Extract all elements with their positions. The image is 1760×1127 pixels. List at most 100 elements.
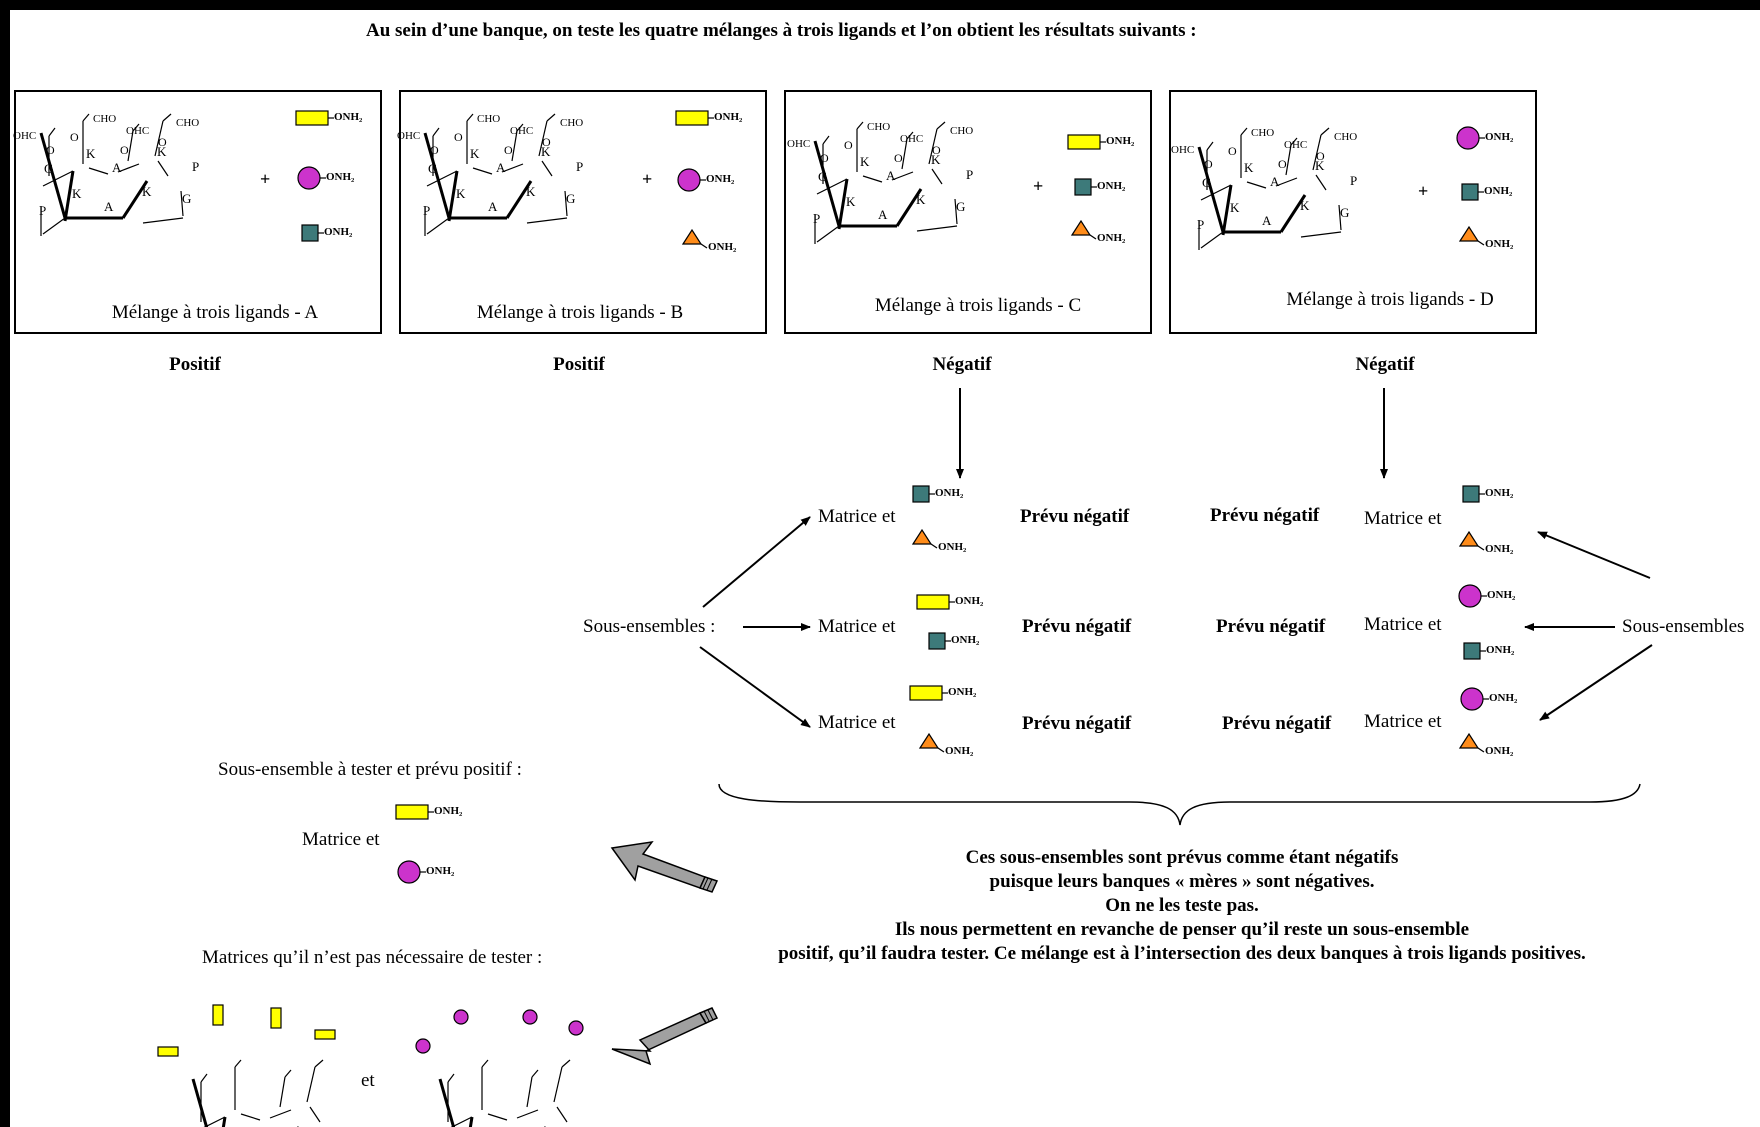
subsets-label-left: Sous-ensembles : xyxy=(583,616,716,637)
yellow-rectangle-icon xyxy=(157,1046,179,1057)
onh2-label: ONH₂ xyxy=(955,595,984,607)
mix-b-residue-k: K xyxy=(456,186,466,201)
onh2-label: ONH₂ xyxy=(1097,232,1126,244)
magenta-circle-icon xyxy=(1456,126,1485,150)
mix-d-cho-1: CHO xyxy=(1251,127,1275,139)
explanation-line-2: puisque leurs banques « mères » sont nég… xyxy=(989,871,1375,892)
mix-b-residue-a: A xyxy=(488,199,498,214)
mix-d-residue-k: K xyxy=(1315,158,1325,173)
scaffold-c xyxy=(813,121,958,244)
scaffold-b xyxy=(423,113,568,236)
onh2-label: ONH₂ xyxy=(434,805,463,817)
explanation-line-4: Ils nous permettent en revanche de pense… xyxy=(894,919,1470,940)
magenta-circle-icon xyxy=(453,1009,469,1025)
mix-b-residue-k: K xyxy=(470,146,480,161)
mix-a-residue-g: G xyxy=(182,191,192,206)
yellow-rectangle-icon xyxy=(916,594,955,610)
arrow-left-up xyxy=(702,516,811,608)
mix-c-o-2: O xyxy=(844,138,853,152)
onh2-label: ONH₂ xyxy=(708,241,737,253)
mix-c-cho-1: CHO xyxy=(867,121,891,133)
mix-a-residue-p: P xyxy=(39,203,47,218)
onh2-label: ONH₂ xyxy=(938,541,967,553)
mix-result-a: Positif xyxy=(169,354,221,375)
mix-a-residue-a: A xyxy=(104,199,114,214)
mix-d-residue-p: P xyxy=(1197,217,1205,232)
onh2-label: ONH₂ xyxy=(948,686,977,698)
onh2-label: ONH₂ xyxy=(1485,543,1514,555)
magenta-circle-icon xyxy=(1458,584,1487,608)
mix-a-residue-p: P xyxy=(192,159,200,174)
onh2-label: ONH₂ xyxy=(1485,745,1514,757)
magenta-circle-icon xyxy=(522,1009,538,1025)
magenta-circle-icon xyxy=(297,166,326,190)
teal-square-icon xyxy=(1074,178,1097,196)
mix-d-residue-k: K xyxy=(1244,160,1254,175)
predicted-negative-left-3: Prévu négatif xyxy=(1022,713,1132,734)
mix-c-residue-k: K xyxy=(860,154,870,169)
mix-a-ohc-1: OHC xyxy=(13,130,37,142)
mix-a-residue-k: K xyxy=(86,146,96,161)
plus-sign-c: + xyxy=(1033,176,1044,196)
teal-square-icon xyxy=(912,485,935,503)
mix-a-residue-k: K xyxy=(142,184,152,199)
magenta-circle-icon xyxy=(397,860,426,884)
explanation-line-1: Ces sous-ensembles sont prévus comme éta… xyxy=(965,847,1399,868)
mix-b-residue-p: P xyxy=(423,203,431,218)
untested-scaffold-yellow xyxy=(191,1059,324,1127)
mix-d-o-4: O xyxy=(1316,149,1325,163)
mix-c-ohc-2: OHC xyxy=(900,133,924,145)
mix-c-ohc-1: OHC xyxy=(787,138,811,150)
mix-d-residue-a: A xyxy=(1270,174,1280,189)
mix-d-ohc-1: OHC xyxy=(1171,144,1195,156)
yellow-rectangle-icon xyxy=(675,110,714,126)
mix-b-o-2: O xyxy=(454,130,463,144)
mix-a-residue-k: K xyxy=(72,186,82,201)
onh2-label: ONH₂ xyxy=(426,865,455,877)
orange-triangle-icon xyxy=(1458,732,1485,753)
magenta-circle-icon xyxy=(415,1038,431,1054)
mix-caption-b: Mélange à trois ligands - B xyxy=(476,302,684,323)
mix-c-o-1: O xyxy=(820,151,829,165)
onh2-label: ONH₂ xyxy=(324,226,353,238)
mix-c-residue-k: K xyxy=(931,152,941,167)
mix-result-c: Négatif xyxy=(932,354,992,375)
scaffold-d xyxy=(1197,127,1342,250)
mix-a-ohc-2: OHC xyxy=(126,125,150,137)
mix-c-o-3: O xyxy=(894,151,903,165)
mix-d-o-1: O xyxy=(1204,157,1213,171)
arrow-right-up xyxy=(1537,531,1651,579)
mix-a-residue-g: G xyxy=(44,161,54,176)
yellow-rectangle-icon xyxy=(909,685,948,701)
matrice-right-1: Matrice et xyxy=(1364,508,1442,529)
onh2-label: ONH₂ xyxy=(1487,589,1516,601)
magenta-circle-icon xyxy=(568,1020,584,1036)
mix-c-cho-2: CHO xyxy=(950,125,974,137)
predicted-negative-right-1: Prévu négatif xyxy=(1210,505,1320,526)
mix-b-o-4: O xyxy=(542,135,551,149)
onh2-label: ONH₂ xyxy=(1489,692,1518,704)
mix-box-b xyxy=(399,90,767,334)
onh2-label: ONH₂ xyxy=(1486,644,1515,656)
mix-a-o-3: O xyxy=(120,143,129,157)
mix-d-residue-g: G xyxy=(1340,205,1350,220)
mix-b-cho-1: CHO xyxy=(477,113,501,125)
mix-a-o-1: O xyxy=(46,143,55,157)
mix-c-residue-k: K xyxy=(846,194,856,209)
predicted-negative-left-2: Prévu négatif xyxy=(1022,616,1132,637)
mix-c-residue-p: P xyxy=(966,167,974,182)
onh2-label: ONH₂ xyxy=(706,173,735,185)
mix-b-o-1: O xyxy=(430,143,439,157)
onh2-label: ONH₂ xyxy=(1106,135,1135,147)
onh2-label: ONH₂ xyxy=(951,634,980,646)
onh2-label: ONH₂ xyxy=(935,487,964,499)
mix-b-residue-a: A xyxy=(496,160,506,175)
mix-c-residue-g: G xyxy=(956,199,966,214)
arrow-right-down xyxy=(1539,644,1653,721)
explanation-line-3: On ne les teste pas. xyxy=(1105,895,1259,916)
mix-result-b: Positif xyxy=(553,354,605,375)
orange-triangle-icon xyxy=(1070,219,1097,240)
yellow-rectangle-icon xyxy=(270,1007,282,1029)
untested-et: et xyxy=(361,1070,375,1091)
